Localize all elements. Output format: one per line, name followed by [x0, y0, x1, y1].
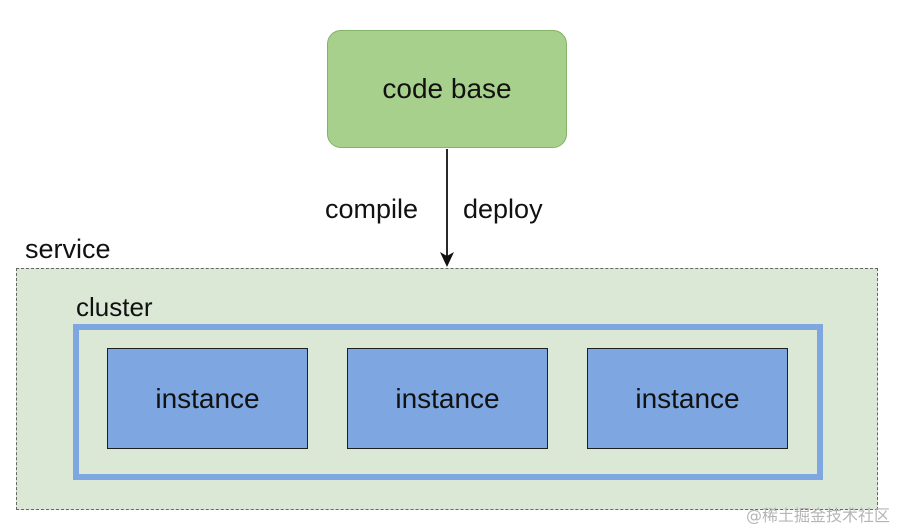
instance-label: instance — [395, 382, 500, 414]
instance-label: instance — [635, 382, 740, 414]
watermark-text: @稀土掘金技术社区 — [745, 506, 890, 525]
instance-node: instance — [587, 348, 788, 449]
cluster-container — [73, 324, 823, 480]
cluster-label: cluster — [76, 292, 153, 322]
arrow-head — [440, 252, 454, 267]
instance-node: instance — [107, 348, 308, 449]
service-label: service — [25, 234, 111, 264]
instance-node: instance — [347, 348, 548, 449]
instance-label: instance — [155, 382, 260, 414]
code-base-node: code base — [327, 30, 567, 148]
compile-label: compile — [325, 194, 419, 224]
deploy-label: deploy — [463, 194, 543, 224]
code-base-label: code base — [382, 73, 512, 104]
